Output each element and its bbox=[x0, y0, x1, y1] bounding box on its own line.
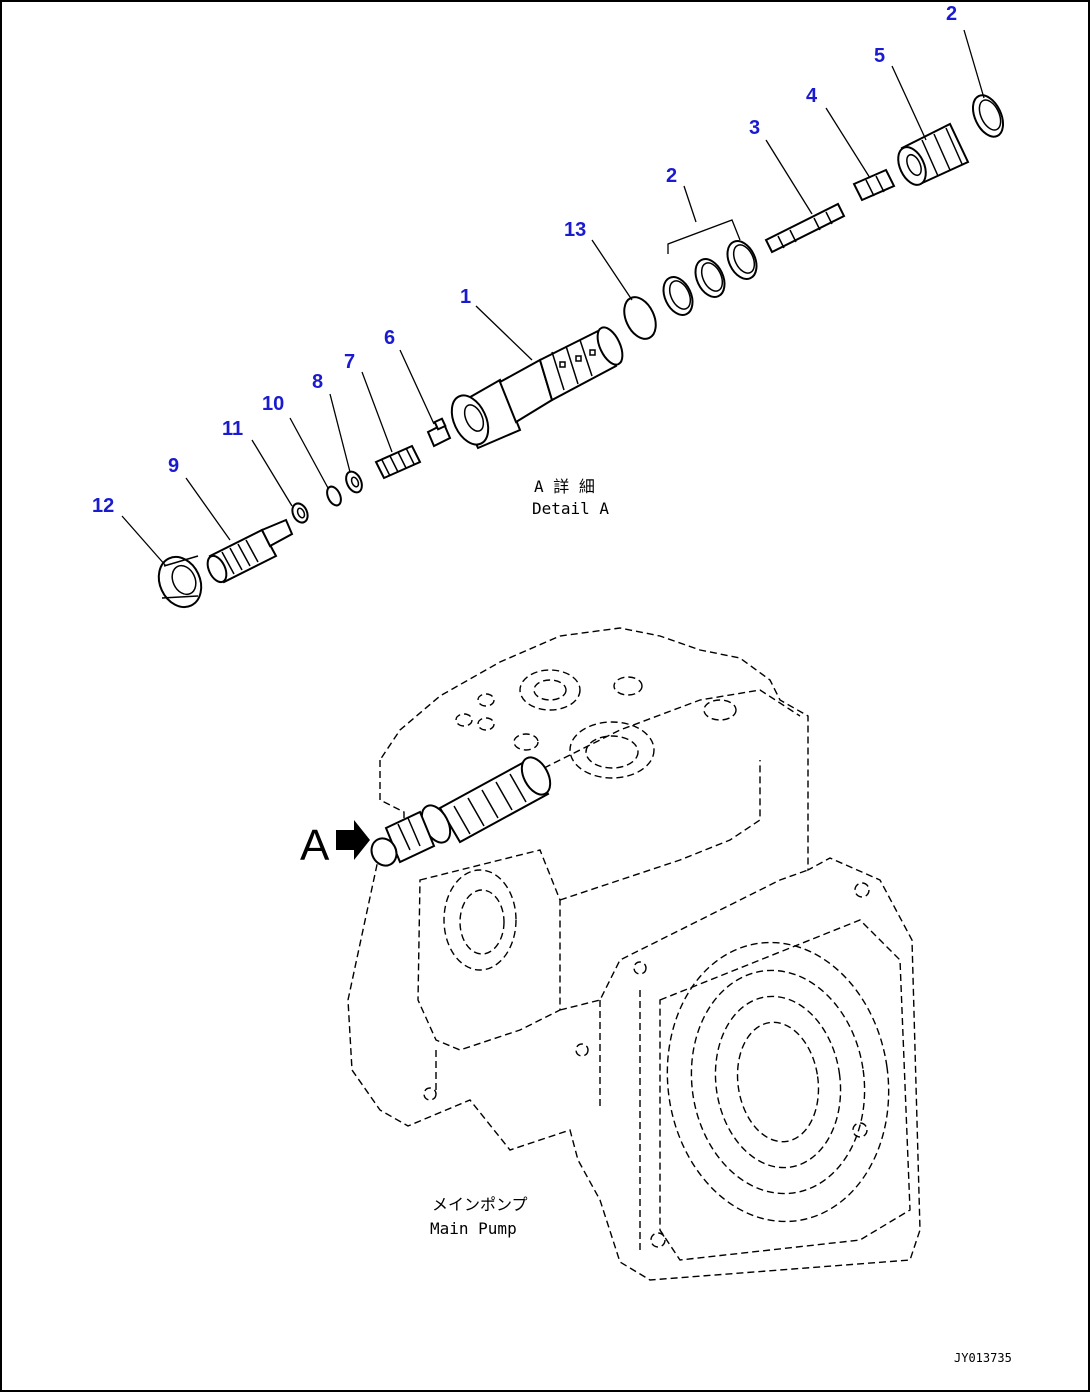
part-11-ring bbox=[291, 502, 309, 524]
callout-10: 10 bbox=[262, 393, 284, 415]
part-7-spring bbox=[374, 444, 422, 480]
callout-4: 4 bbox=[806, 85, 818, 107]
callout-2-single: 2 bbox=[946, 3, 957, 25]
main-caption-en: Main Pump bbox=[430, 1219, 517, 1238]
part-2-ring bbox=[971, 94, 1005, 138]
part-13-o-ring bbox=[623, 296, 657, 340]
part-8-washer bbox=[345, 470, 363, 494]
installed-valve-assembly bbox=[370, 756, 552, 867]
part-9-adjuster bbox=[206, 518, 294, 584]
callout-5: 5 bbox=[874, 45, 885, 67]
callout-11: 11 bbox=[222, 418, 243, 440]
callout-numbers: 12 9 11 10 8 7 6 1 13 2 3 4 5 2 bbox=[92, 3, 957, 517]
view-letter-a: A bbox=[300, 821, 330, 870]
detail-caption-en: Detail A bbox=[532, 499, 609, 518]
callout-7: 7 bbox=[344, 351, 355, 373]
main-caption-jp: メインポンプ bbox=[432, 1195, 528, 1214]
callout-12: 12 bbox=[92, 495, 114, 517]
view-arrow bbox=[336, 820, 370, 860]
part-6-plug bbox=[426, 417, 452, 448]
callout-9: 9 bbox=[168, 455, 179, 477]
leader-lines bbox=[121, 29, 985, 567]
part-1-valve-body bbox=[450, 326, 624, 450]
callout-1: 1 bbox=[460, 286, 471, 308]
part-4-piston bbox=[852, 168, 896, 202]
callout-2-group: 2 bbox=[666, 165, 677, 187]
callout-13: 13 bbox=[564, 219, 586, 241]
detail-caption-jp: A 詳 細 bbox=[534, 477, 595, 496]
part-3-spool bbox=[764, 202, 846, 254]
callout-8: 8 bbox=[312, 371, 323, 393]
callout-6: 6 bbox=[384, 327, 395, 349]
drawing-reference: JY013735 bbox=[954, 1351, 1012, 1365]
part-5-sleeve bbox=[897, 122, 970, 186]
main-pump-outline bbox=[347, 627, 921, 1281]
callout-3: 3 bbox=[749, 117, 760, 139]
part-10-o-ring bbox=[326, 485, 342, 507]
part-2-ring-set bbox=[662, 240, 758, 316]
part-12-nut bbox=[157, 555, 203, 609]
